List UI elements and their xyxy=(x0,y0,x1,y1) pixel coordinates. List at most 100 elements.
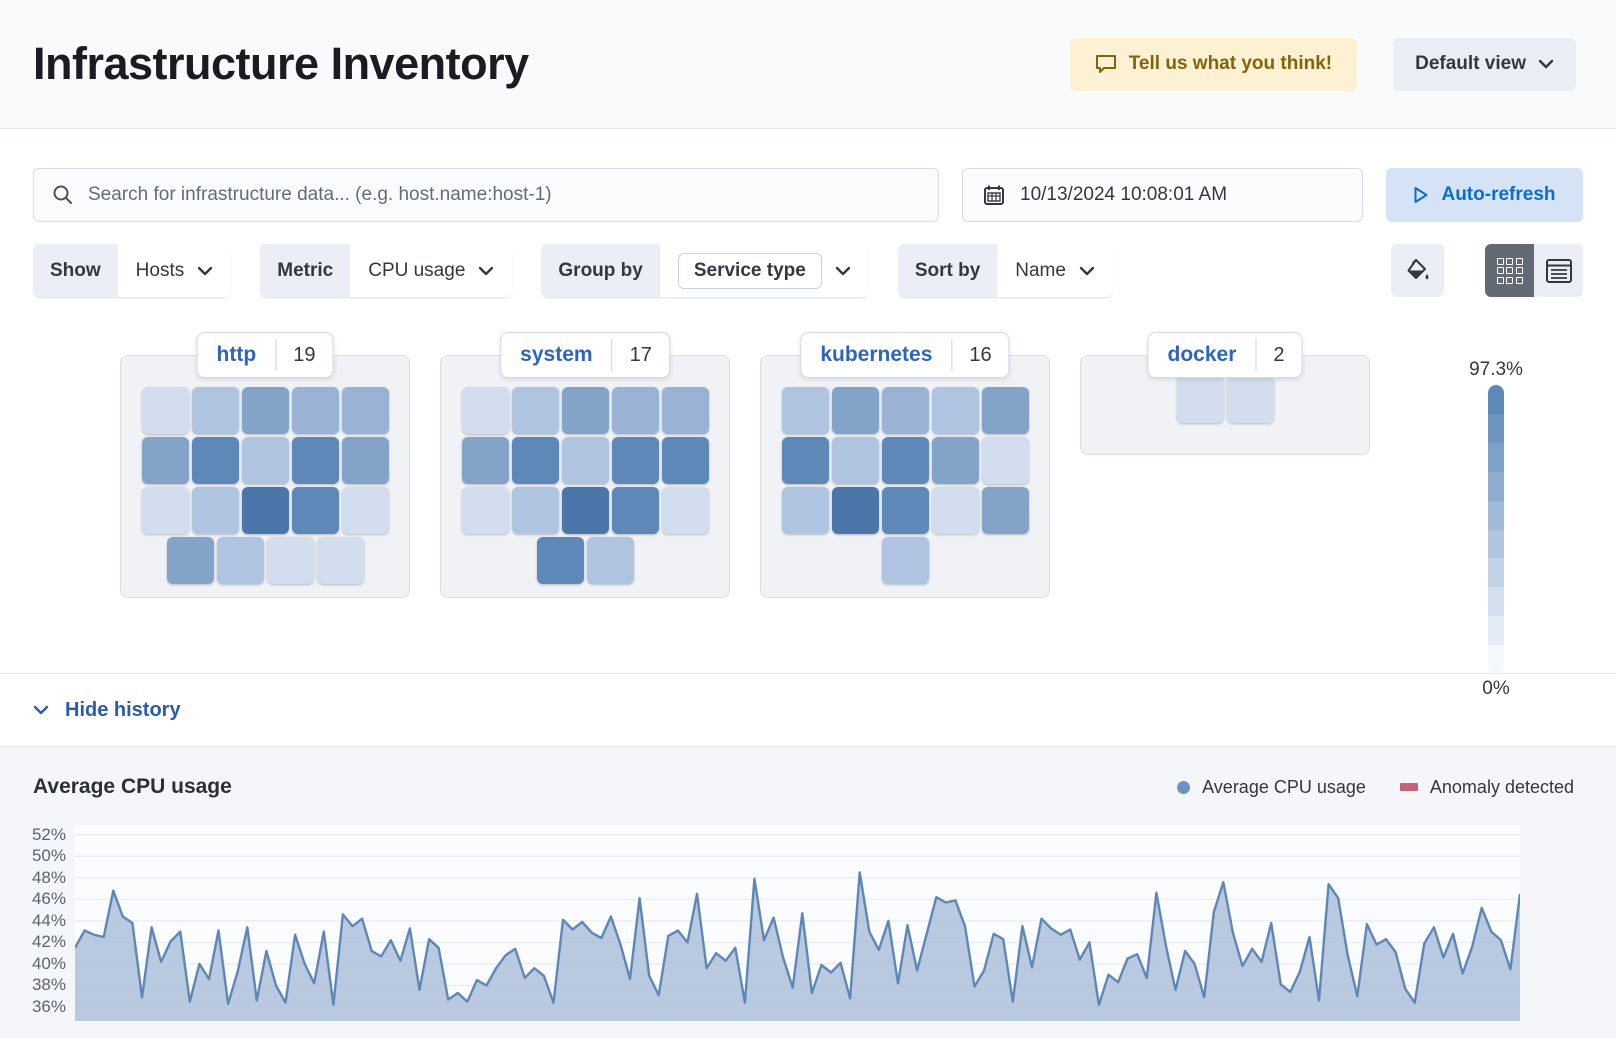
tile-row xyxy=(461,487,709,534)
host-tile[interactable] xyxy=(611,437,659,484)
host-tile[interactable] xyxy=(661,487,709,534)
host-tile[interactable] xyxy=(781,387,829,434)
host-tile[interactable] xyxy=(931,487,979,534)
sort-by-filter-label: Sort by xyxy=(897,244,998,297)
host-tile[interactable] xyxy=(166,537,214,584)
host-tile[interactable] xyxy=(191,387,239,434)
legend-item-avg-cpu[interactable]: Average CPU usage xyxy=(1177,777,1366,798)
scale-step xyxy=(1488,385,1504,414)
tile-grid xyxy=(441,387,729,584)
tile-row xyxy=(141,437,389,484)
host-tile[interactable] xyxy=(781,437,829,484)
anomaly-swatch-icon xyxy=(1399,783,1418,791)
scale-step xyxy=(1488,529,1504,559)
host-tile[interactable] xyxy=(561,437,609,484)
host-tile[interactable] xyxy=(511,387,559,434)
fill-color-button[interactable] xyxy=(1391,244,1444,297)
host-tile[interactable] xyxy=(316,537,364,584)
tile-row xyxy=(141,387,389,434)
host-tile[interactable] xyxy=(1226,376,1274,423)
badge-divider xyxy=(1255,339,1257,371)
host-tile[interactable] xyxy=(536,537,584,584)
group-name-link[interactable]: docker xyxy=(1167,343,1237,366)
scale-step xyxy=(1488,645,1504,674)
date-picker-button[interactable]: 10/13/2024 10:08:01 AM xyxy=(962,168,1363,222)
metric-filter-label: Metric xyxy=(260,244,351,297)
host-tile[interactable] xyxy=(141,387,189,434)
host-tile[interactable] xyxy=(291,487,339,534)
host-tile[interactable] xyxy=(661,387,709,434)
feedback-button[interactable]: Tell us what you think! xyxy=(1069,37,1358,91)
group-name-link[interactable]: http xyxy=(216,343,257,366)
host-tile[interactable] xyxy=(341,387,389,434)
host-tile[interactable] xyxy=(511,487,559,534)
host-tile[interactable] xyxy=(981,387,1029,434)
host-tile[interactable] xyxy=(1176,376,1224,423)
host-tile[interactable] xyxy=(931,437,979,484)
chart-title: Average CPU usage xyxy=(33,775,232,798)
host-tile[interactable] xyxy=(241,437,289,484)
host-tile[interactable] xyxy=(881,487,929,534)
host-tile[interactable] xyxy=(781,487,829,534)
sort-by-filter-dropdown[interactable]: Name xyxy=(997,244,1113,297)
host-tile[interactable] xyxy=(586,537,634,584)
search-input[interactable] xyxy=(88,184,920,206)
host-tile[interactable] xyxy=(611,487,659,534)
host-tile[interactable] xyxy=(561,387,609,434)
host-tile[interactable] xyxy=(191,437,239,484)
chart-header: Average CPU usage Average CPU usage Anom… xyxy=(0,775,1616,799)
host-tile[interactable] xyxy=(831,487,879,534)
host-tile[interactable] xyxy=(881,537,929,584)
legend-item-anomaly[interactable]: Anomaly detected xyxy=(1399,777,1574,798)
host-tile[interactable] xyxy=(291,387,339,434)
host-tile[interactable] xyxy=(981,487,1029,534)
host-tile[interactable] xyxy=(191,487,239,534)
host-tile[interactable] xyxy=(141,437,189,484)
sort-by-filter: Sort by Name xyxy=(897,244,1113,297)
host-tile[interactable] xyxy=(216,537,264,584)
group-name-link[interactable]: system xyxy=(520,343,593,366)
host-tile[interactable] xyxy=(831,437,879,484)
view-mode-toggle xyxy=(1485,244,1583,297)
metric-filter-dropdown[interactable]: CPU usage xyxy=(350,244,513,297)
host-tile[interactable] xyxy=(611,387,659,434)
group-by-filter-dropdown[interactable]: Service type xyxy=(659,244,869,297)
host-tile[interactable] xyxy=(341,437,389,484)
host-tile[interactable] xyxy=(561,487,609,534)
host-tile[interactable] xyxy=(831,387,879,434)
auto-refresh-button[interactable]: Auto-refresh xyxy=(1386,168,1583,222)
show-filter-dropdown[interactable]: Hosts xyxy=(117,244,232,297)
host-tile[interactable] xyxy=(981,437,1029,484)
default-view-dropdown[interactable]: Default view xyxy=(1393,37,1576,91)
host-tile[interactable] xyxy=(931,387,979,434)
host-tile[interactable] xyxy=(461,387,509,434)
host-tile[interactable] xyxy=(881,437,929,484)
tile-row xyxy=(141,487,389,534)
y-axis-tick: 40% xyxy=(31,953,66,973)
host-tile[interactable] xyxy=(141,487,189,534)
host-tile[interactable] xyxy=(511,437,559,484)
grid-view-button[interactable] xyxy=(1485,244,1534,297)
cpu-usage-chart[interactable]: 52%50%48%46%44%42%40%38%36% 12:00:0015:0… xyxy=(0,825,1616,1038)
host-tile[interactable] xyxy=(661,437,709,484)
y-axis-tick: 50% xyxy=(31,846,66,866)
table-view-button[interactable] xyxy=(1534,244,1583,297)
metric-filter: Metric CPU usage xyxy=(260,244,513,297)
scale-step xyxy=(1488,587,1504,617)
host-tile[interactable] xyxy=(881,387,929,434)
hide-history-toggle[interactable]: Hide history xyxy=(33,699,181,722)
group-name-link[interactable]: kubernetes xyxy=(820,343,933,366)
host-tile[interactable] xyxy=(241,387,289,434)
host-tile[interactable] xyxy=(461,437,509,484)
host-tile[interactable] xyxy=(266,537,314,584)
host-tile[interactable] xyxy=(341,487,389,534)
host-tile[interactable] xyxy=(291,437,339,484)
host-tile[interactable] xyxy=(241,487,289,534)
host-tile[interactable] xyxy=(461,487,509,534)
